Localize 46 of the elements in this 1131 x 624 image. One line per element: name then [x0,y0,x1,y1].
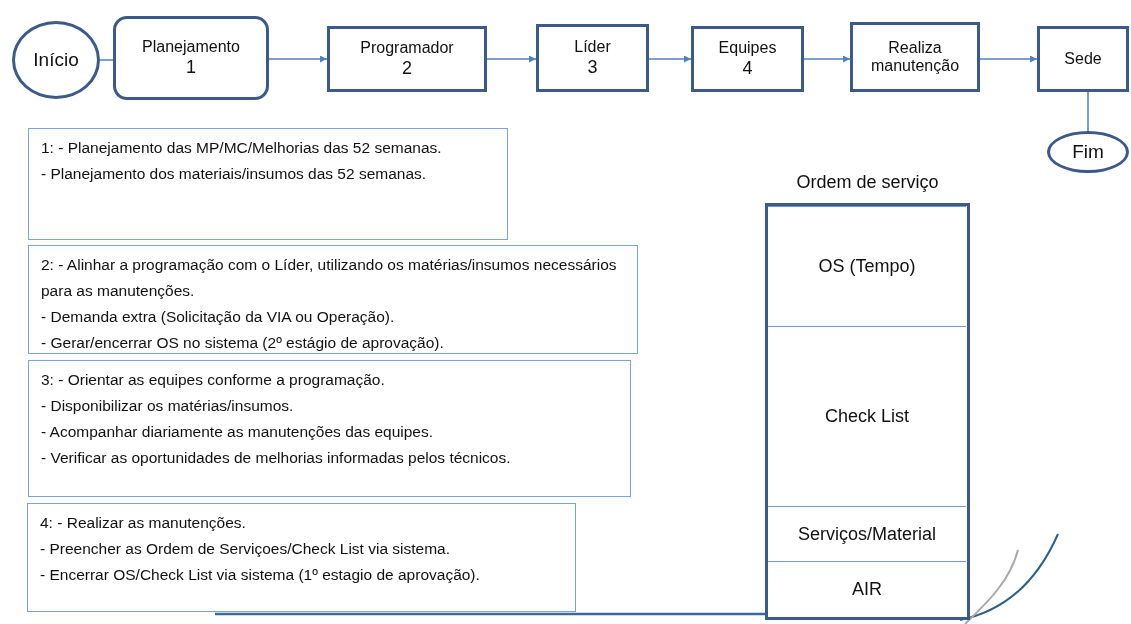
note-text: - Demanda extra (Solicitação da VIA ou Operação). [41,307,396,327]
note-text: - Acompanhar diariamente as manutenções das equipes. [41,422,435,442]
node-label: Equipes [718,39,777,58]
node-label: Serviços/Material [797,523,936,545]
arrow [803,55,851,63]
note-box [27,503,576,612]
process-box [327,26,487,92]
note-text: - Planejamento dos materiais/insumos das 52 semanas. [41,164,428,184]
node-label: Check List [824,406,909,427]
node-label: OS (Tempo) [818,256,916,277]
connector-line [1087,91,1089,132]
process-box [113,16,269,100]
arrow [268,55,328,63]
note-text: 3: - Orientar as equipes conforme a programação. [41,370,386,390]
arrow [486,55,537,63]
note-box [28,128,508,240]
node-label: Sede [1064,49,1102,69]
note-text: - Preencher as Ordem de Serviçoes/Check List via sistema. [40,539,452,559]
node-label: Realiza manutenção [869,38,961,76]
process-box [536,24,649,92]
note-text: - Gerar/encerrar OS no sistema (2º estágio de aprovação). [41,333,445,353]
note-text: - Verificar as oportunidades de melhorias informadas pelos técnicos. [41,448,512,468]
note-text: 2: - Alinhar a programação com o Líder, utilizando os matérias/insumos necessários para as manutenções. [41,255,618,301]
node-label: Fim [1072,141,1104,163]
table-heading: Ordem de serviço [795,172,940,193]
node-label: Início [33,49,79,71]
note-box [28,245,638,354]
step-number: 4 [742,57,753,79]
arrow [648,55,692,63]
node-label: AIR [852,578,882,600]
step-number: 1 [186,56,196,78]
note-text: - Encerrar OS/Check List via sistema (1º estagio de aprovação). [40,565,481,585]
arrow [979,55,1038,63]
node-label: Líder [574,38,611,57]
connector-line [99,59,114,61]
note-text: 1: - Planejamento das MP/MC/Melhorias das 52 semanas. [41,138,443,158]
step-number: 3 [587,56,598,78]
process-box [850,22,980,92]
process-box [1037,26,1129,92]
process-box [691,26,804,92]
note-text: - Disponibilizar os matérias/insumos. [41,396,295,416]
note-box [28,360,631,497]
note-text: 4: - Realizar as manutenções. [40,513,247,533]
node-label: Planejamento [142,38,240,57]
step-number: 2 [402,57,412,79]
node-label: Programador [360,39,454,58]
